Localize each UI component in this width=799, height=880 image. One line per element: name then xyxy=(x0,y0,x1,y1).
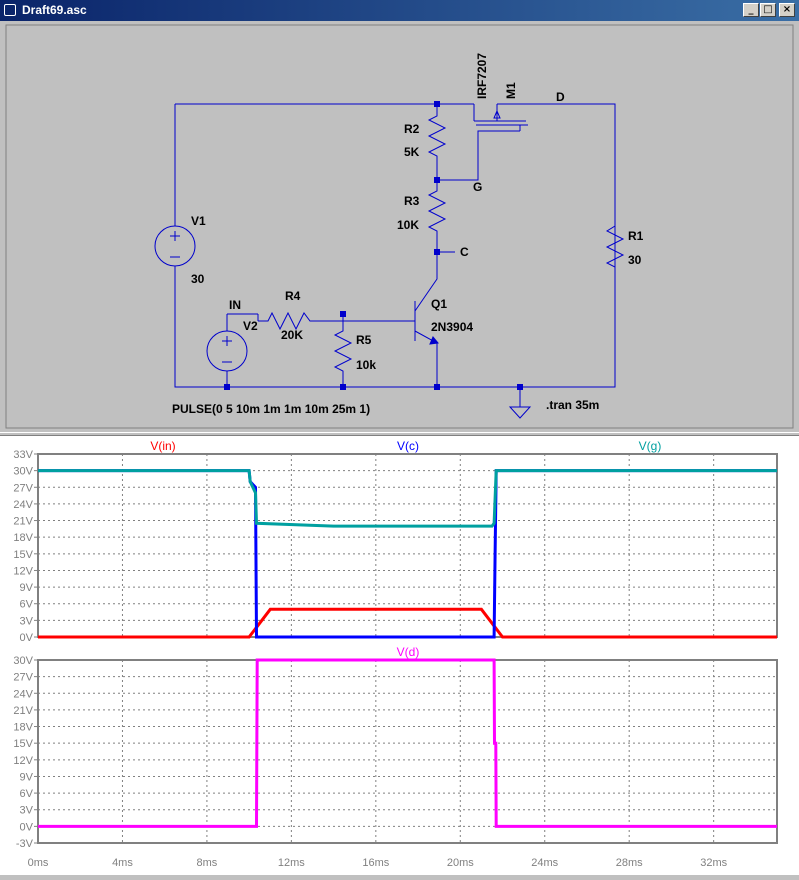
label-r5-value: 10k xyxy=(356,358,376,372)
label-r2-value: 5K xyxy=(404,145,420,159)
r2-resistor xyxy=(427,104,447,180)
label-v1-name: V1 xyxy=(191,214,206,228)
series-line-vd xyxy=(38,658,777,828)
minimize-button[interactable]: _ xyxy=(743,3,759,17)
x-tick-label: 32ms xyxy=(700,857,727,869)
pane-splitter[interactable] xyxy=(0,432,799,436)
waveform-plots[interactable]: 33V 30V 27V 24V 21V 18V 15V 12V 9V 6V 3V 0V V(in) V(c… xyxy=(0,436,799,875)
plot-frame-1 xyxy=(37,453,778,638)
r5-resistor xyxy=(333,314,353,387)
label-drain: D xyxy=(556,90,565,104)
x-tick-label: 16ms xyxy=(362,857,389,869)
window-title: Draft69.asc xyxy=(22,3,87,17)
label-v1-value: 30 xyxy=(191,272,205,286)
y-tick-label: 6V xyxy=(20,599,34,611)
wire-left-loop xyxy=(174,104,616,388)
y-tick-label: 12V xyxy=(13,565,33,577)
label-in: IN xyxy=(229,298,241,312)
label-q1-model: 2N3904 xyxy=(431,320,473,334)
x-tick-label: 24ms xyxy=(531,857,558,869)
r3-resistor xyxy=(427,180,455,253)
y-tick-label: 0V xyxy=(20,632,34,644)
legend-label: V(d) xyxy=(397,645,420,659)
y-tick-label: 24V xyxy=(13,499,33,511)
label-v2-name: V2 xyxy=(243,319,258,333)
maximize-button[interactable]: □ xyxy=(760,3,776,17)
close-button[interactable]: × xyxy=(779,3,795,17)
y-tick-label: 18V xyxy=(13,722,33,734)
y-tick-label: -3V xyxy=(16,838,34,850)
y-tick-label: 9V xyxy=(20,771,34,783)
y-tick-label: 12V xyxy=(13,755,33,767)
waveform-viewer[interactable]: 33V 30V 27V 24V 21V 18V 15V 12V 9V 6V 3V 0V V(in) V(c… xyxy=(0,436,799,875)
legend-label: V(in) xyxy=(150,439,175,453)
label-r3-name: R3 xyxy=(404,194,420,208)
y-tick-label: 21V xyxy=(13,705,33,717)
v2-source-symbol xyxy=(206,330,248,372)
label-q1-name: Q1 xyxy=(431,297,447,311)
y-tick-label: 33V xyxy=(13,449,33,461)
y-tick-label: 3V xyxy=(20,615,34,627)
y-tick-label: 30V xyxy=(13,655,33,667)
x-tick-label: 12ms xyxy=(278,857,305,869)
y-tick-label: 27V xyxy=(13,672,33,684)
legend-label: V(g) xyxy=(639,439,662,453)
y-tick-label: 9V xyxy=(20,582,34,594)
x-tick-label: 28ms xyxy=(616,857,643,869)
y-tick-label: 27V xyxy=(13,482,33,494)
y-tick-label: 30V xyxy=(13,466,33,478)
legend-label: V(c) xyxy=(397,439,419,453)
y-tick-label: 3V xyxy=(20,805,34,817)
x-tick-label: 0ms xyxy=(28,857,49,869)
series-line-vg xyxy=(38,469,777,528)
r1-resistor xyxy=(605,221,625,272)
label-mosfet-name: M1 xyxy=(504,82,518,99)
x-tick-label: 4ms xyxy=(112,857,133,869)
app-icon xyxy=(4,4,16,16)
label-r1-name: R1 xyxy=(628,229,644,243)
label-gate: G xyxy=(473,180,482,194)
x-tick-label: 8ms xyxy=(197,857,218,869)
y-tick-label: 15V xyxy=(13,738,33,750)
y-tick-label: 15V xyxy=(13,549,33,561)
wire-gate xyxy=(437,130,520,181)
plot-frame-2 xyxy=(37,659,778,844)
label-r4-value: 20K xyxy=(281,328,303,342)
label-r4-name: R4 xyxy=(285,289,301,303)
y-tick-label: 21V xyxy=(13,516,33,528)
label-r1-value: 30 xyxy=(628,253,642,267)
x-tick-label: 20ms xyxy=(447,857,474,869)
label-mosfet-model: IRF7207 xyxy=(475,53,489,99)
label-r5-name: R5 xyxy=(356,333,372,347)
y-tick-label: 0V xyxy=(20,821,34,833)
y-tick-label: 18V xyxy=(13,532,33,544)
label-r3-value: 10K xyxy=(397,218,419,232)
label-collector: C xyxy=(460,245,469,259)
label-tran-directive: .tran 35m xyxy=(546,398,599,412)
label-r2-name: R2 xyxy=(404,122,420,136)
y-tick-label: 24V xyxy=(13,688,33,700)
y-tick-label: 6V xyxy=(20,788,34,800)
series-line-vin xyxy=(38,607,777,639)
v1-source-symbol xyxy=(154,225,196,267)
label-pulse-directive: PULSE(0 5 10m 1m 1m 10m 25m 1) xyxy=(172,402,370,416)
m1-mosfet-symbol xyxy=(473,104,528,131)
schematic-canvas[interactable]: IRF7207 M1 D R2 5K G R3 10K C V1 30 R1 3… xyxy=(0,21,799,432)
window-titlebar: Draft69.asc _ □ × xyxy=(0,0,799,21)
r4-resistor xyxy=(227,311,415,331)
ground-symbol xyxy=(508,387,532,419)
